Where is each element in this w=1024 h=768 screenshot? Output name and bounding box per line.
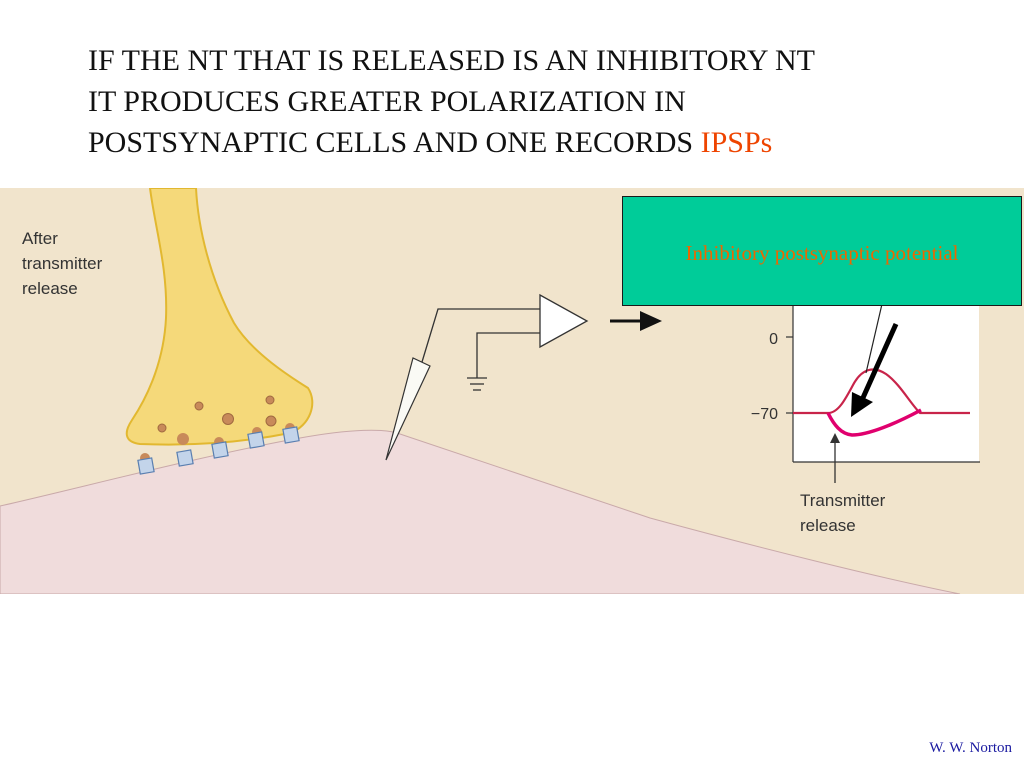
- recording-panel: [793, 298, 979, 462]
- receptor: [137, 457, 155, 475]
- vesicle: [265, 415, 277, 427]
- epsp-trace: [793, 368, 970, 415]
- release-arrow-icon: [830, 433, 840, 443]
- ipsp-trace: [826, 408, 922, 437]
- vesicle: [222, 413, 234, 425]
- title-line-2: IT PRODUCES GREATER POLARIZATION IN: [88, 85, 686, 118]
- recording-electrode: [385, 357, 431, 461]
- ground-wire: [476, 332, 540, 378]
- vesicle: [194, 401, 204, 411]
- axis-tick-zero-label: 0: [769, 331, 778, 348]
- transmitter-molecule: [177, 433, 189, 445]
- ipsp-callout-text: Inhibitory postsynaptic potential: [685, 241, 959, 265]
- label-release-line2: release: [800, 516, 856, 535]
- slide-title: IF THE NT THAT IS RELEASED IS AN INHIBIT…: [88, 40, 968, 163]
- vesicle: [265, 395, 275, 405]
- amplifier-icon: [539, 293, 589, 349]
- axis-tick-minus70-label: −70: [751, 406, 778, 423]
- label-after-line2: transmitter: [22, 254, 103, 273]
- leader-line: [865, 303, 883, 374]
- label-after-line3: release: [22, 279, 78, 298]
- title-highlight-ipsps: IPSPs: [700, 126, 773, 159]
- electrode-wire: [421, 308, 540, 363]
- label-after-line1: After: [22, 229, 58, 248]
- receptor: [176, 449, 194, 467]
- title-line-1: IF THE NT THAT IS RELEASED IS AN INHIBIT…: [88, 44, 815, 77]
- receptor: [211, 441, 229, 459]
- ipsp-callout-box: Inhibitory postsynaptic potential: [622, 196, 1022, 306]
- title-line-3: POSTSYNAPTIC CELLS AND ONE RECORDS IPSPs: [88, 122, 968, 163]
- receptor: [282, 426, 300, 444]
- pointer-arrow-shaft: [859, 322, 899, 402]
- title-line-3-text: POSTSYNAPTIC CELLS AND ONE RECORDS: [88, 126, 701, 159]
- signal-arrow-icon: [640, 311, 662, 331]
- pointer-arrow-icon: [851, 392, 873, 417]
- label-release-line1: Transmitter: [800, 491, 886, 510]
- vesicle: [157, 423, 167, 433]
- publisher-credit: W. W. Norton: [929, 740, 1012, 756]
- receptor: [247, 431, 265, 449]
